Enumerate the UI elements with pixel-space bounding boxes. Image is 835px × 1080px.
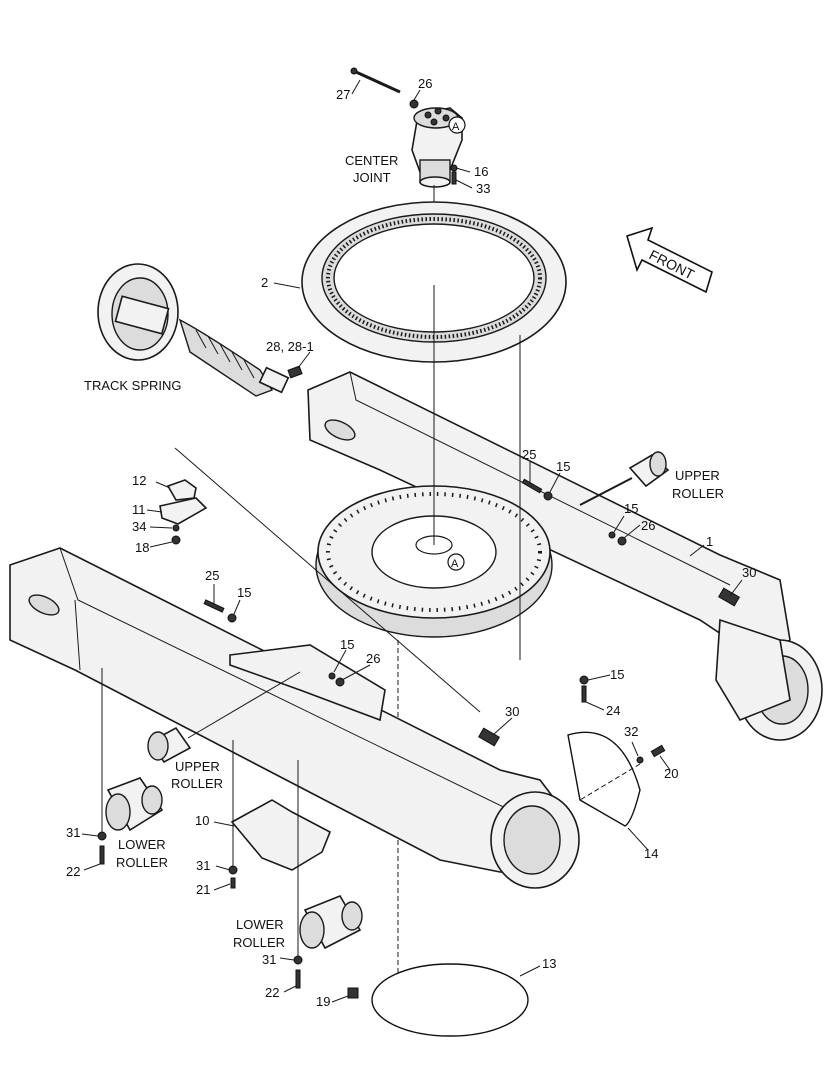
washer-32 [636, 756, 644, 764]
swing-bearing [301, 201, 567, 363]
lower-roller-2 [299, 895, 363, 950]
label-19: 19 [316, 994, 330, 1009]
bolt-25-right [521, 478, 543, 494]
upper-roller-left [147, 671, 301, 764]
label-track-spring: TRACK SPRING [84, 378, 182, 393]
track-spring-assembly [97, 263, 290, 397]
label-31-c: 31 [262, 952, 276, 967]
label-18: 18 [135, 540, 149, 555]
label-26-top: 26 [418, 76, 432, 91]
label-10: 10 [195, 813, 209, 828]
washer-31-b [228, 865, 238, 875]
label-2: 2 [261, 275, 268, 290]
washer-15-bottom [579, 675, 589, 685]
label-16: 16 [474, 164, 488, 179]
bolt-25-left [203, 599, 225, 613]
bolt-27 [350, 67, 401, 94]
label-22-a: 22 [66, 864, 80, 879]
side-frame-rear [307, 371, 823, 741]
label-26-mid: 26 [366, 651, 380, 666]
label-15-bottom: 15 [610, 667, 624, 682]
label-25-left: 25 [205, 568, 219, 583]
label-31-b: 31 [196, 858, 210, 873]
washer-15-right-2 [608, 531, 616, 539]
svg-text:A: A [452, 121, 460, 133]
label-upper-right-2: ROLLER [672, 486, 724, 501]
cover-14 [567, 731, 641, 827]
bolt-18 [171, 535, 181, 545]
label-11: 11 [132, 502, 146, 517]
label-25-right: 25 [522, 447, 536, 462]
turntable-mount [315, 485, 553, 638]
bracket-10 [230, 799, 332, 871]
label-15-left: 15 [237, 585, 251, 600]
label-26-right: 26 [641, 518, 655, 533]
label-24: 24 [606, 703, 620, 718]
bolt-33 [451, 171, 457, 185]
label-leaders [81, 79, 743, 1003]
label-15-right-2: 15 [624, 501, 638, 516]
label-lower-mid-2: ROLLER [233, 935, 285, 950]
bolt-20 [650, 744, 666, 758]
label-27: 27 [336, 87, 350, 102]
label-22-b: 22 [265, 985, 279, 1000]
label-31-a: 31 [66, 825, 80, 840]
lower-roller-1 [105, 777, 164, 832]
upper-roller-right [579, 451, 670, 506]
bolt-22-a [99, 845, 105, 865]
side-frame-front [9, 547, 580, 889]
label-20: 20 [664, 766, 678, 781]
nut-26-right [617, 536, 627, 546]
label-13: 13 [542, 956, 556, 971]
label-joint: JOINT [353, 170, 391, 185]
washer-15-mid [328, 672, 336, 680]
label-12: 12 [132, 473, 146, 488]
washer-26-top [409, 99, 419, 109]
label-lower-left-2: ROLLER [116, 855, 168, 870]
cover-13 [371, 963, 529, 1037]
guide-line-cover-14 [579, 763, 641, 801]
label-30-right: 30 [742, 565, 756, 580]
bolt-19 [347, 987, 359, 999]
washer-15-right [543, 491, 553, 501]
washer-31-c [293, 955, 303, 965]
pad-30-left [478, 727, 500, 747]
label-lower-left-1: LOWER [118, 837, 166, 852]
washer-15-left [227, 613, 237, 623]
label-21: 21 [196, 882, 210, 897]
washer-31-a [97, 831, 107, 841]
pad-30-right [718, 587, 740, 607]
label-14: 14 [644, 846, 658, 861]
grease-fitting-28 [287, 365, 303, 379]
label-lower-mid-1: LOWER [236, 917, 284, 932]
label-30-left: 30 [505, 704, 519, 719]
plate-11 [159, 497, 208, 525]
plate-12 [166, 479, 197, 501]
guide-line-12 [174, 447, 481, 713]
front-arrow [626, 226, 713, 294]
bolt-24 [581, 685, 587, 703]
label-1: 1 [706, 534, 713, 549]
bolt-22-b [295, 969, 301, 989]
label-15-right: 15 [556, 459, 570, 474]
label-32: 32 [624, 724, 638, 739]
label-28: 28, 28-1 [266, 339, 314, 354]
label-upper-left-1: UPPER [175, 759, 220, 774]
label-upper-left-2: ROLLER [171, 776, 223, 791]
label-33: 33 [476, 181, 490, 196]
label-15-mid: 15 [340, 637, 354, 652]
label-upper-right-1: UPPER [675, 468, 720, 483]
label-34: 34 [132, 519, 146, 534]
washer-34 [172, 524, 180, 532]
callout-a-top: A [448, 116, 466, 134]
svg-text:A: A [451, 558, 459, 570]
label-center: CENTER [345, 153, 398, 168]
bolt-21 [230, 877, 236, 889]
callout-a-bottom: A [447, 553, 465, 571]
part-labels: 27 26 CENTER JOINT 16 33 2 28, 28-1 TRAC… [66, 76, 756, 1009]
